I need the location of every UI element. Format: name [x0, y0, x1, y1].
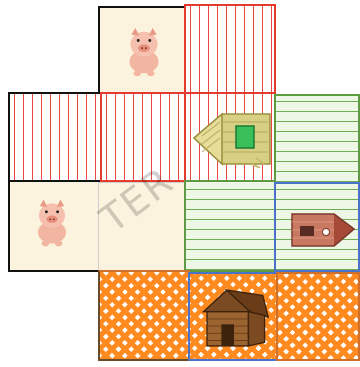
brick-tile-row2[interactable] [274, 94, 360, 184]
straw-house-icon [192, 108, 272, 168]
brick-house-tile[interactable] [274, 182, 360, 272]
pig-tile-left[interactable] [8, 180, 100, 272]
straw-house-tile[interactable] [184, 92, 276, 182]
brick-tile-row3[interactable] [184, 180, 276, 272]
wood-house-icon [198, 286, 270, 350]
pig-icon [115, 23, 173, 81]
wood-house-tile[interactable] [188, 272, 278, 361]
straw-tile-row2-col1[interactable] [8, 92, 102, 182]
wood-tile-right[interactable] [276, 272, 360, 361]
pig-icon [24, 194, 80, 252]
brick-house-icon [288, 204, 358, 254]
wood-tile-left[interactable] [98, 270, 190, 361]
straw-tile-row2-col2[interactable] [100, 92, 186, 182]
straw-tile-top[interactable] [184, 4, 276, 95]
watermark-tile[interactable] [98, 182, 186, 272]
pig-tile-top[interactable] [98, 6, 186, 95]
